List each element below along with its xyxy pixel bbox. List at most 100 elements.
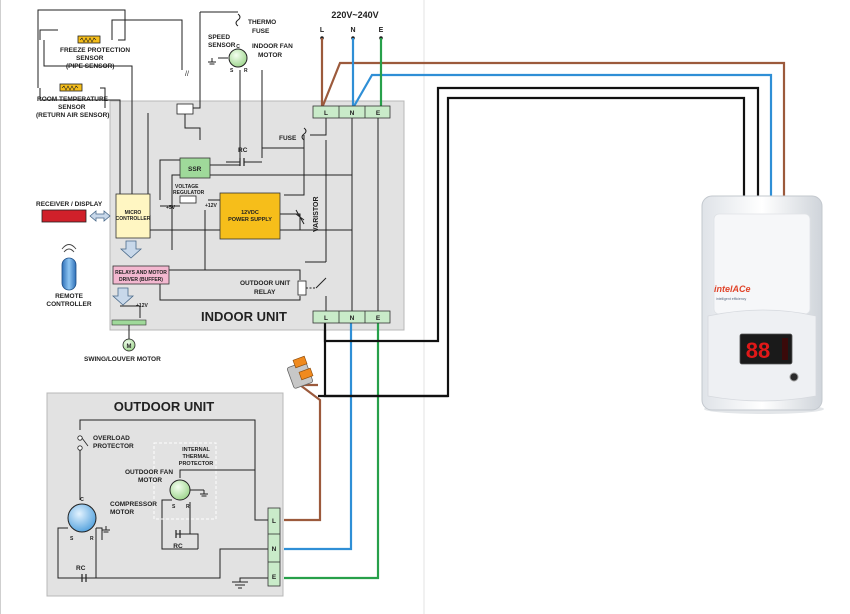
down-arrow-2 (111, 287, 135, 306)
room-sensor-zigzag (61, 85, 79, 91)
indoor-fan-motor-icon: C S R (228, 44, 248, 74)
thermal-label-3: PROTECTOR (179, 461, 213, 467)
rc-comp-capacitor (81, 574, 87, 582)
micro-controller-box (115, 193, 151, 239)
brand-logo: intelACe (714, 284, 751, 294)
remote-wave-icon (61, 244, 77, 253)
rc-comp-label: RC (76, 565, 86, 572)
live-wire-to-device (320, 61, 786, 198)
overload-label-2: PROTECTOR (93, 443, 134, 450)
ground-symbol-compressor (102, 526, 110, 533)
down-arrow-1 (119, 240, 143, 259)
speed-sensor-label-1: SPEED (208, 34, 230, 41)
thermal-label-2: THERMAL (183, 454, 211, 460)
outdoor-relay-label-2: RELAY (254, 289, 276, 296)
plus5v-label: +5V (166, 205, 176, 211)
two-way-arrow (89, 210, 111, 222)
terminal-bottom-e: E (376, 315, 381, 322)
thermo-fuse-label-1: THERMO (248, 19, 276, 26)
compressor-motor-icon: C S R (67, 497, 97, 542)
relays-driver-box (112, 265, 170, 285)
outdoor-unit-box (46, 392, 284, 597)
svg-text:R: R (186, 504, 190, 510)
rc-label: RC (238, 147, 248, 154)
break-mark: // (185, 71, 189, 78)
intelace-device: intelACe intelligent efficiency 88 (701, 195, 824, 414)
neutral-wire-to-device (352, 73, 773, 198)
swing-motor-icon: M (122, 338, 136, 352)
freeze-sensor-label-1: FREEZE PROTECTION (60, 47, 130, 54)
indoor-top-terminal: L N E (312, 105, 391, 119)
top-relay-coil (176, 103, 194, 115)
voltage-regulator-label-1: VOLTAGE (175, 184, 199, 190)
indoor-bottom-terminal: L N E (312, 310, 391, 324)
led-display-digits: 88 (746, 338, 770, 363)
outdoor-fan-label-2: MOTOR (138, 477, 162, 484)
swing-bar (111, 319, 147, 326)
svg-text:R: R (90, 536, 94, 542)
ssr-label: SSR (188, 166, 202, 173)
remote-controller-label-1: REMOTE (55, 293, 83, 300)
live-wire-outdoor (284, 383, 322, 522)
plus12v-b-label: +12V (136, 303, 148, 309)
outdoor-relay-coil (297, 280, 307, 296)
outdoor-internal-wiring (57, 419, 268, 582)
svg-text:M: M (127, 344, 132, 350)
terminal-out-n: N (272, 546, 277, 553)
outdoor-relay-switch (315, 277, 327, 289)
power-supply-label-2: POWER SUPPLY (228, 217, 272, 223)
internal-thermal-box (153, 442, 217, 520)
indoor-fan-motor-label-2: MOTOR (258, 52, 282, 59)
receiver-display-label: RECEIVER / DISPLAY (36, 201, 103, 208)
earth-wire-outdoor (284, 318, 380, 580)
remote-controller-icon (61, 257, 77, 291)
indoor-internal-wiring (37, 9, 379, 318)
ground-symbol-outdoor (232, 581, 248, 589)
freeze-sensor-zigzag (79, 37, 97, 43)
plus12v-label: +12V (205, 203, 217, 209)
terminal-top-n: N (350, 110, 355, 117)
room-sensor-label-3: (RETURN AIR SENSOR) (36, 112, 109, 119)
ground-symbol-outdoor-fan (190, 489, 208, 497)
rc-capacitor (226, 158, 262, 166)
receiver-display-icon (41, 209, 87, 223)
varistor-label: VARISTOR (313, 196, 320, 232)
outdoor-unit-title: OUTDOOR UNIT (114, 399, 214, 414)
overload-protector-symbol (77, 435, 89, 451)
terminal-out-l: L (272, 518, 276, 525)
reset-button (789, 372, 799, 382)
indoor-unit-title: INDOOR UNIT (201, 309, 287, 324)
svg-text:S: S (230, 68, 234, 74)
ssr-box (179, 157, 211, 179)
outdoor-terminal: L N E (267, 507, 281, 587)
compressor-label-2: MOTOR (110, 509, 134, 516)
voltage-regulator-box (179, 195, 197, 204)
rc-fan-capacitor (175, 530, 181, 538)
rc-fan-label: RC (173, 543, 183, 550)
room-sensor-label-1: ROOM TEMPERATURE (37, 96, 109, 103)
compressor-label-1: COMPRESSOR (110, 501, 157, 508)
power-supply-label-1: 12VDC (241, 210, 259, 216)
supply-e-label: E (379, 27, 384, 34)
speed-sensor-label-2: SENSOR (208, 42, 236, 49)
supply-voltage-label: 220V~240V (331, 10, 378, 20)
svg-text:R: R (244, 68, 248, 74)
led-indicator (782, 338, 788, 360)
supply-n-label: N (350, 27, 355, 34)
room-sensor-label-2: SENSOR (58, 104, 86, 111)
svg-text:S: S (70, 536, 74, 542)
terminal-top-e: E (376, 110, 381, 117)
terminal-top-l: L (324, 110, 328, 117)
ground-symbol-fan (208, 57, 228, 65)
relays-driver-label-1: RELAYS AND MOTOR (115, 270, 167, 276)
wago-connector-icon (287, 355, 314, 389)
voltage-regulator-label-2: REGULATOR (173, 190, 205, 196)
freeze-sensor-label-2: SENSOR (76, 55, 104, 62)
fuse-label: FUSE (279, 135, 297, 142)
micro-controller-label-1: MICRO (125, 210, 142, 216)
relays-driver-label-2: DRIVER (BUFFER) (119, 277, 163, 283)
led-display-frame (739, 333, 793, 365)
thermo-fuse-label-2: FUSE (252, 28, 270, 35)
